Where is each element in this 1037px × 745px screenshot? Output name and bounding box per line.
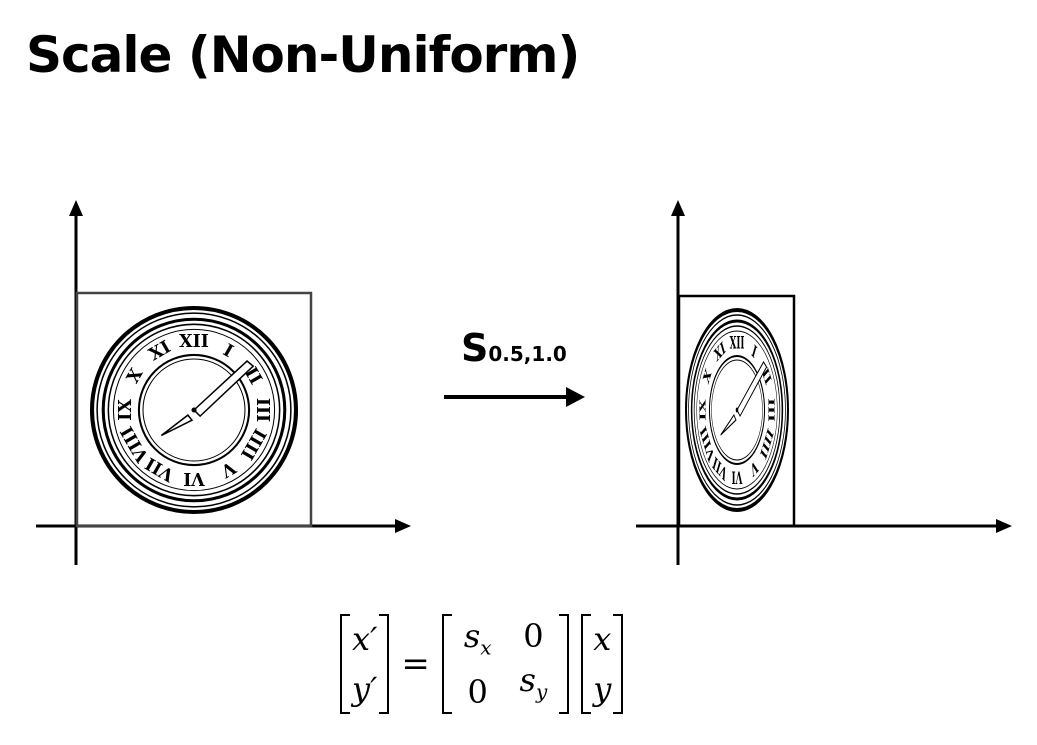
page-title: Scale (Non-Uniform) (26, 26, 580, 84)
equals-sign: = (401, 644, 430, 684)
matrix-zero-a: 0 (523, 617, 544, 656)
scale-matrix-equation: x′ y′ = sx 0 0 sy x y (340, 612, 624, 716)
left-y-axis-arrowhead (69, 200, 83, 216)
right-x-axis-arrowhead (996, 519, 1012, 533)
x-input: x (593, 620, 612, 658)
y-prime: y′ (352, 670, 378, 708)
output-vector: x′ y′ (340, 614, 390, 714)
matrix-sy: sy (519, 661, 548, 704)
y-input: y (593, 670, 612, 708)
input-vector: x y (581, 614, 624, 714)
original-clock (92, 308, 296, 512)
scale-operator-label: S0.5,1.0 (461, 326, 567, 370)
scaled-clock (684, 308, 790, 512)
matrix-sx: sx (463, 617, 492, 660)
scale-matrix: sx 0 0 sy (441, 614, 570, 714)
original-square (75, 291, 313, 528)
transform-arrowhead (566, 387, 585, 407)
x-prime: x′ (352, 620, 378, 658)
right-y-axis-arrowhead (671, 200, 685, 216)
left-x-axis-arrowhead (395, 519, 411, 533)
operator-subscript: 0.5,1.0 (488, 342, 567, 366)
matrix-zero-b: 0 (467, 672, 488, 711)
scaled-rectangle (677, 294, 796, 528)
operator-symbol: S (461, 326, 489, 370)
